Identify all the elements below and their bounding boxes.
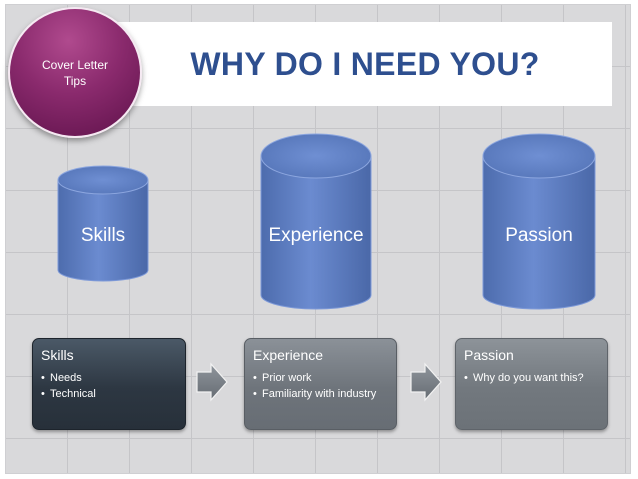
passion-bullet-list: Why do you want this? bbox=[464, 371, 604, 387]
bullet-item: Why do you want this? bbox=[464, 371, 604, 385]
passion-cylinder-label: Passion bbox=[505, 225, 573, 246]
bullet-item: Prior work bbox=[253, 371, 383, 385]
skills-box-header: Skills bbox=[41, 347, 74, 363]
experience-cylinder bbox=[260, 133, 372, 310]
bullet-item: Familiarity with industry bbox=[253, 387, 383, 401]
skills-bullet-list: Needs Technical bbox=[41, 371, 96, 403]
passion-box-header: Passion bbox=[464, 347, 514, 363]
slide-title: WHY DO I NEED YOU? bbox=[190, 45, 540, 82]
experience-box-header: Experience bbox=[253, 347, 324, 363]
arrow-right-icon bbox=[196, 362, 228, 402]
bullet-item: Needs bbox=[41, 371, 96, 385]
skills-box: Skills Needs Technical bbox=[32, 338, 186, 430]
badge-line-2: Tips bbox=[63, 73, 87, 88]
experience-box: Experience Prior work Familiarity with i… bbox=[244, 338, 397, 430]
passion-cylinder bbox=[482, 133, 596, 310]
skills-cylinder bbox=[57, 165, 149, 282]
skills-cylinder-label: Skills bbox=[80, 225, 126, 246]
experience-bullet-list: Prior work Familiarity with industry bbox=[253, 371, 383, 403]
passion-box: Passion Why do you want this? bbox=[455, 338, 608, 430]
experience-cylinder-label: Experience bbox=[268, 225, 364, 246]
bullet-item: Technical bbox=[41, 387, 96, 401]
arrow-right-icon bbox=[410, 362, 442, 402]
badge-line-1: Cover Letter bbox=[41, 57, 109, 72]
cover-letter-tips-badge: Cover Letter Tips bbox=[8, 7, 142, 138]
title-band: WHY DO I NEED YOU? bbox=[118, 22, 612, 106]
